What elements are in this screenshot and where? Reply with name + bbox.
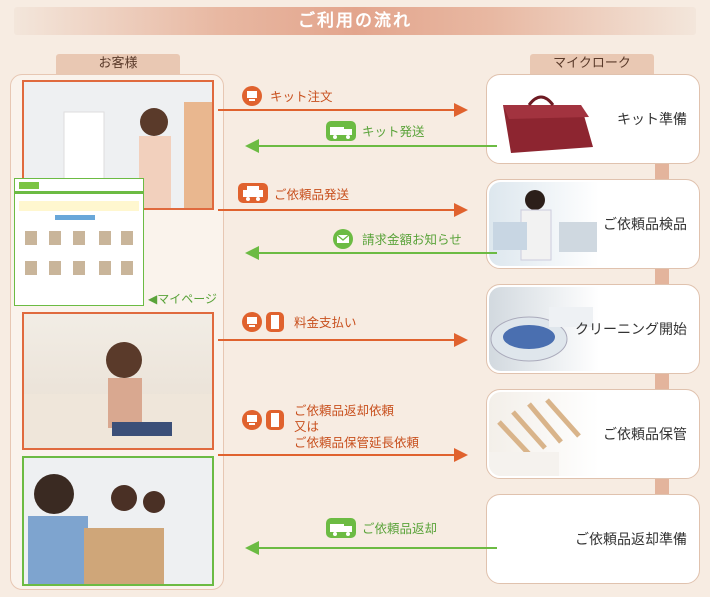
woman-phone-illustration xyxy=(24,342,212,448)
box-text: クリーニング開始 xyxy=(575,322,687,338)
arrow-item-shipping xyxy=(218,203,468,217)
truck-icon xyxy=(326,121,356,141)
box-text: キット準備 xyxy=(617,112,687,128)
customer-label: お客様 xyxy=(56,54,180,74)
arrow-return-request xyxy=(218,448,468,462)
step-label-item-shipping: ご依頼品発送 xyxy=(274,187,350,202)
page-title: ご利用の流れ xyxy=(298,11,412,31)
company-label: マイクローク xyxy=(530,54,654,74)
arrow-billing-notice xyxy=(245,246,497,260)
car-icon xyxy=(238,183,268,203)
step-label-kit-shipping: キット発送 xyxy=(362,124,425,139)
step-label-item-return: ご依頼品返却 xyxy=(362,521,438,536)
mypage-link[interactable]: ◀マイページ xyxy=(148,292,217,306)
phone-icon xyxy=(266,410,284,430)
step-label-kit-order: キット注文 xyxy=(270,89,333,104)
cleaning-image xyxy=(489,287,599,371)
arrow-kit-shipping xyxy=(245,139,497,153)
arrow-payment xyxy=(218,333,468,347)
storage-image xyxy=(489,392,599,476)
arrow-item-return xyxy=(245,541,497,555)
inspection-image xyxy=(489,182,599,266)
delivery-illustration xyxy=(24,458,212,584)
truck-icon xyxy=(326,518,356,538)
box-kit-preparation: キット準備 xyxy=(486,74,700,164)
inspector-illustration xyxy=(493,190,597,261)
box-inspection: ご依頼品検品 xyxy=(486,179,700,269)
phone-icon xyxy=(266,312,284,332)
box-text: ご依頼品検品 xyxy=(603,217,687,233)
step-label-billing-notice: 請求金額お知らせ xyxy=(362,232,462,247)
pc-icon xyxy=(242,312,262,332)
pc-icon xyxy=(242,410,262,430)
pc-icon xyxy=(242,86,262,106)
step-label-payment: 料金支払い xyxy=(294,315,357,330)
arrow-kit-order xyxy=(218,103,468,117)
bag-illustration xyxy=(503,95,593,153)
customer-photo-delivery xyxy=(22,456,214,586)
iron-illustration xyxy=(490,307,593,362)
box-storage: ご依頼品保管 xyxy=(486,389,700,479)
box-text: ご依頼品返却準備 xyxy=(575,532,687,548)
hangers-illustration xyxy=(489,398,581,476)
mypage-screenshot xyxy=(14,178,144,306)
mypage-illustration xyxy=(15,179,143,275)
box-text: ご依頼品保管 xyxy=(603,427,687,443)
customer-photo-phone xyxy=(22,312,214,450)
kit-bag-image xyxy=(489,77,599,161)
mail-icon xyxy=(333,229,353,249)
step-label-return-request: ご依頼品返却依頼 又は ご依頼品保管延長依頼 xyxy=(294,403,420,450)
box-cleaning: クリーニング開始 xyxy=(486,284,700,374)
box-return-preparation: ご依頼品返却準備 xyxy=(486,494,700,584)
title-bar: ご利用の流れ xyxy=(14,7,696,35)
